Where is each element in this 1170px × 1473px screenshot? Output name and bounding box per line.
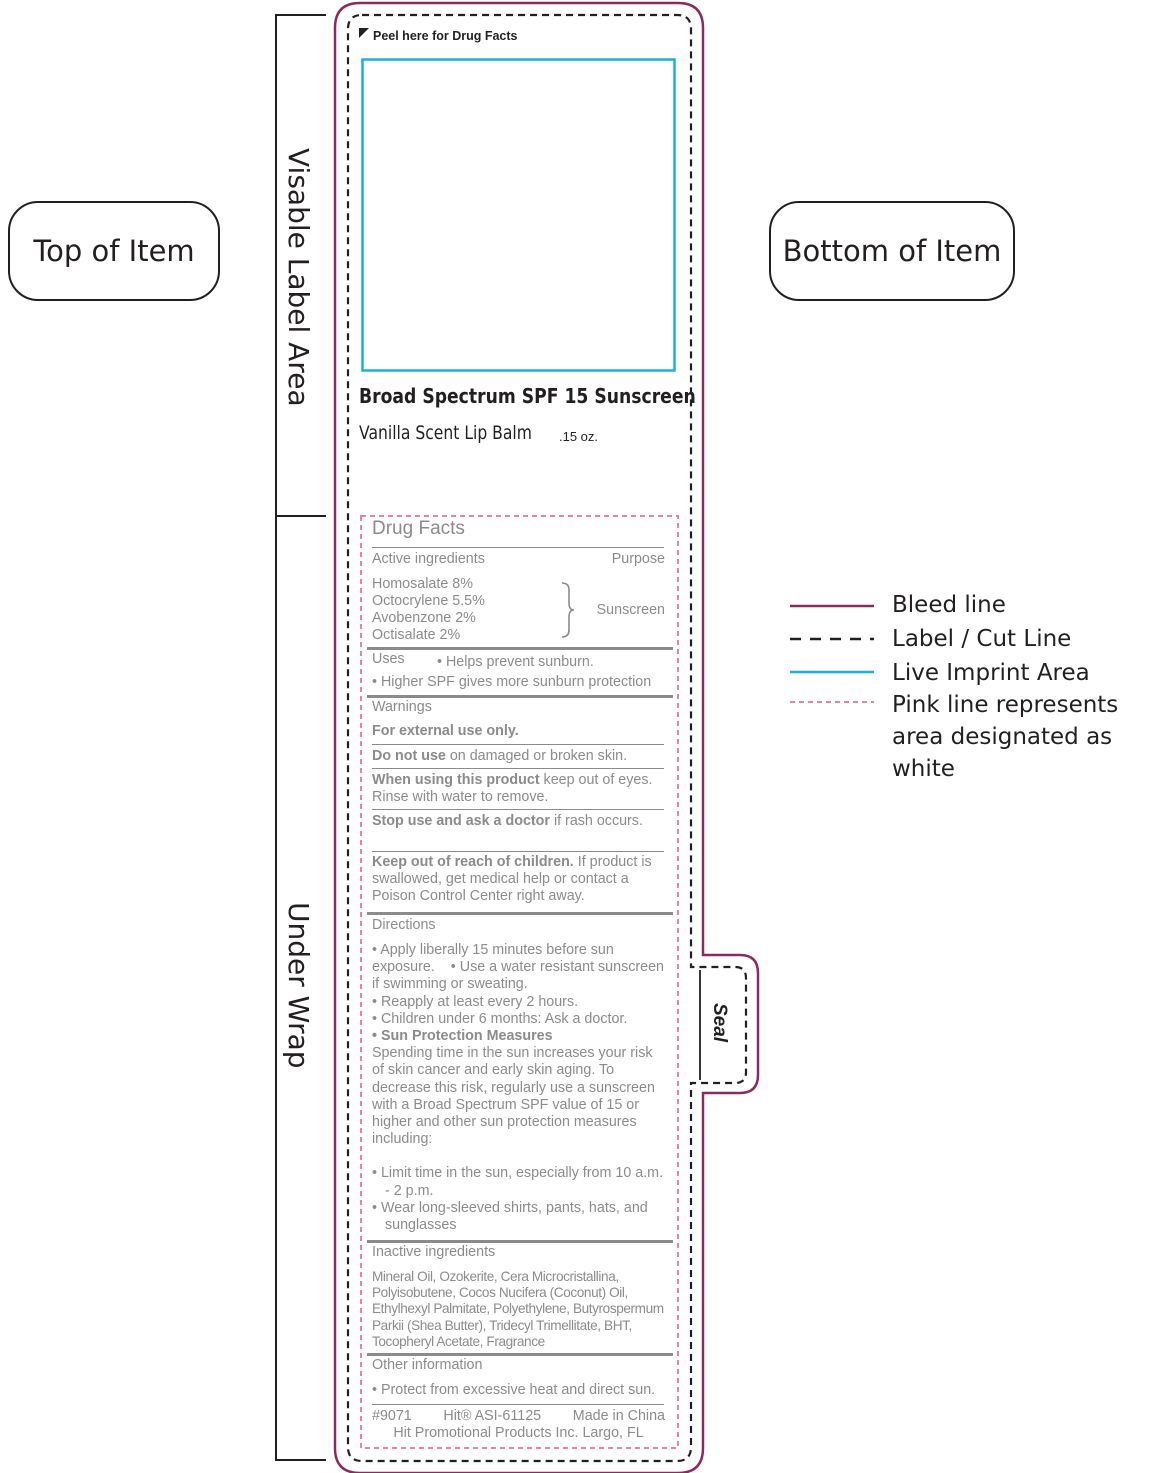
ingredient-4: Octisalate 2% — [372, 627, 461, 643]
top-of-item-label: Top of Item — [8, 201, 220, 301]
bracket-vertical — [275, 14, 277, 1461]
warn-keep-bold: Keep out of reach of children. — [372, 854, 574, 870]
footer-line: #9071 Hit® ASI-61125 Made in China — [372, 1408, 665, 1425]
rule-inactive — [367, 1240, 673, 1243]
product-size: .15 oz. — [559, 429, 599, 444]
product-title: Broad Spectrum SPF 15 Sunscreen — [359, 384, 696, 408]
footer-company: Hit Promotional Products Inc. Largo, FL — [393, 1425, 644, 1441]
rule-warn-1 — [372, 744, 664, 746]
product-subtitle: Vanilla Scent Lip Balm — [359, 422, 532, 444]
warn-stop-text: if rash occurs. — [549, 813, 643, 829]
rule-uses — [367, 647, 673, 650]
ingredient-2: Octocrylene 5.5% — [372, 593, 485, 609]
warn-when-text: keep out of eyes. Rinse with water to re… — [372, 772, 653, 806]
directions-block: • Apply liberally 15 minutes before sun … — [372, 942, 665, 1234]
dir-5-text: Spending time in the sun increases your … — [372, 1045, 655, 1148]
peel-arrow-icon — [359, 28, 369, 38]
footer-code: #9071 — [372, 1408, 412, 1424]
active-ingredients-heading: Active ingredients — [372, 551, 485, 567]
rule-other — [367, 1353, 673, 1356]
uses-2: • Higher SPF gives more sunburn protecti… — [372, 674, 652, 690]
legend-cut: Label / Cut Line — [892, 626, 1072, 652]
drug-facts-rule — [372, 547, 664, 549]
warn-stop: Stop use and ask a doctor if rash occurs… — [372, 813, 665, 830]
other-text: • Protect from excessive heat and direct… — [372, 1382, 656, 1398]
warn-when-bold: When using this product — [372, 772, 540, 788]
rule-warn-3 — [372, 809, 664, 811]
dir-3: • Reapply at least every 2 hours. — [372, 993, 579, 1010]
uses-heading: Uses — [372, 651, 405, 667]
dir-7: • Wear long-sleeved shirts, pants, hats,… — [372, 1199, 648, 1234]
warn-donot-text: on damaged or broken skin. — [445, 748, 628, 764]
warn-external: For external use only. — [372, 723, 665, 740]
other-heading: Other information — [372, 1357, 483, 1373]
bottom-of-item-label: Bottom of Item — [769, 201, 1015, 301]
live-imprint-area — [361, 58, 676, 372]
cut-line — [346, 13, 748, 1463]
dir-1: • Apply liberally 15 minutes before sun … — [372, 942, 614, 976]
warn-external-text: For external use only. — [372, 723, 519, 739]
inactive-text: Mineral Oil, Ozokerite, Cera Microcrista… — [372, 1269, 664, 1349]
seal-text: Seal — [709, 1003, 730, 1043]
dir-2: • Use a water resistant sunscreen if swi… — [372, 959, 664, 993]
uses-1: • Helps prevent sunburn. — [437, 654, 594, 670]
ingredient-3: Avobenzone 2% — [372, 610, 476, 626]
purpose-text: Sunscreen — [596, 602, 665, 618]
rule-warn-2 — [372, 768, 664, 770]
dir-4: • Children under 6 months: Ask a doctor. — [372, 1010, 628, 1027]
rule-footer — [372, 1404, 664, 1406]
bracket-mid-tick — [275, 515, 326, 517]
inactive-heading: Inactive ingredients — [372, 1244, 496, 1260]
ingredients-brace — [561, 582, 575, 638]
rule-directions — [367, 912, 673, 915]
bracket-bottom-tick — [275, 1459, 326, 1461]
footer-made: Made in China — [572, 1408, 665, 1424]
dir-6: • Limit time in the sun, especially from… — [372, 1165, 664, 1199]
rule-warnings — [367, 695, 673, 698]
ingredient-1: Homosalate 8% — [372, 576, 473, 592]
rule-warn-4 — [372, 851, 664, 853]
warn-when: When using this product keep out of eyes… — [372, 772, 665, 806]
warn-keep: Keep out of reach of children. If produc… — [372, 854, 665, 906]
white-area — [360, 515, 679, 1449]
warn-keep-text: If product is swallowed, get medical hel… — [372, 854, 652, 905]
warn-donot-bold: Do not use — [372, 748, 446, 764]
warn-stop-bold: Stop use and ask a doctor — [372, 813, 550, 829]
directions-heading: Directions — [372, 917, 436, 933]
warnings-heading: Warnings — [372, 699, 432, 715]
footer-asi: Hit® ASI-61125 — [443, 1408, 542, 1424]
purpose-heading: Purpose — [611, 551, 665, 567]
bracket-top-tick — [275, 14, 326, 16]
warn-donot: Do not use on damaged or broken skin. — [372, 748, 665, 765]
legend-live: Live Imprint Area — [892, 660, 1090, 686]
peel-text[interactable]: Peel here for Drug Facts — [373, 29, 518, 43]
legend-bleed: Bleed line — [892, 592, 1006, 618]
dir-5-bold: • Sun Protection Measures — [372, 1028, 553, 1045]
visible-label-area-text: Visable Label Area — [282, 148, 315, 407]
drug-facts-heading: Drug Facts — [372, 518, 465, 539]
bleed-line — [333, 1, 760, 1473]
under-wrap-text: Under Wrap — [282, 902, 315, 1069]
legend-pink: Pink line represents area designated as … — [892, 692, 1119, 782]
